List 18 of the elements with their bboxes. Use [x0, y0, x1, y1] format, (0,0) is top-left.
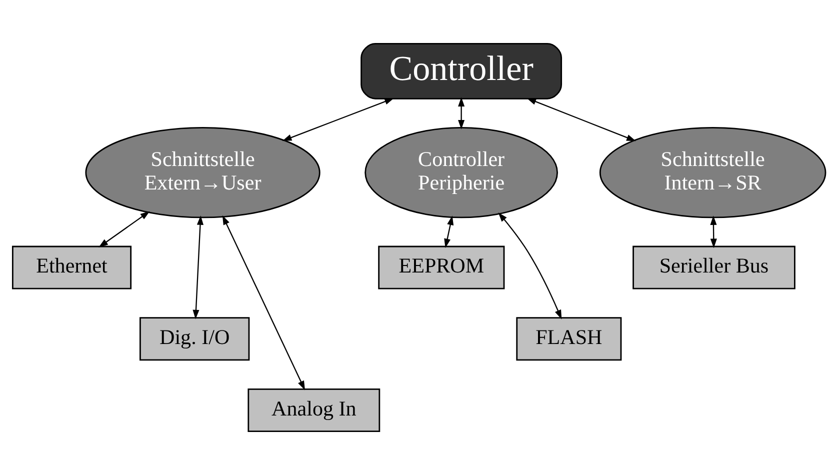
node-box: FLASH	[516, 316, 622, 360]
node-box: Serieller Bus	[632, 245, 796, 289]
arrow	[444, 215, 454, 248]
node-box: Analog In	[248, 388, 380, 432]
arrow	[710, 215, 717, 248]
arrow	[498, 212, 562, 319]
node-box: EEPROM	[378, 245, 505, 289]
arrow	[222, 214, 305, 390]
arrow	[458, 96, 465, 129]
node-ellipse: Controller Peripherie	[364, 126, 558, 218]
arrow	[192, 214, 204, 319]
arrow	[98, 210, 150, 247]
node-box: Ethernet	[12, 245, 132, 289]
node-ellipse: Schnittstelle Intern→SR	[599, 126, 826, 218]
arrow	[282, 98, 394, 140]
node-box: Dig. I/O	[139, 316, 250, 360]
arrow	[526, 98, 636, 141]
node-box: Controller	[360, 42, 562, 99]
